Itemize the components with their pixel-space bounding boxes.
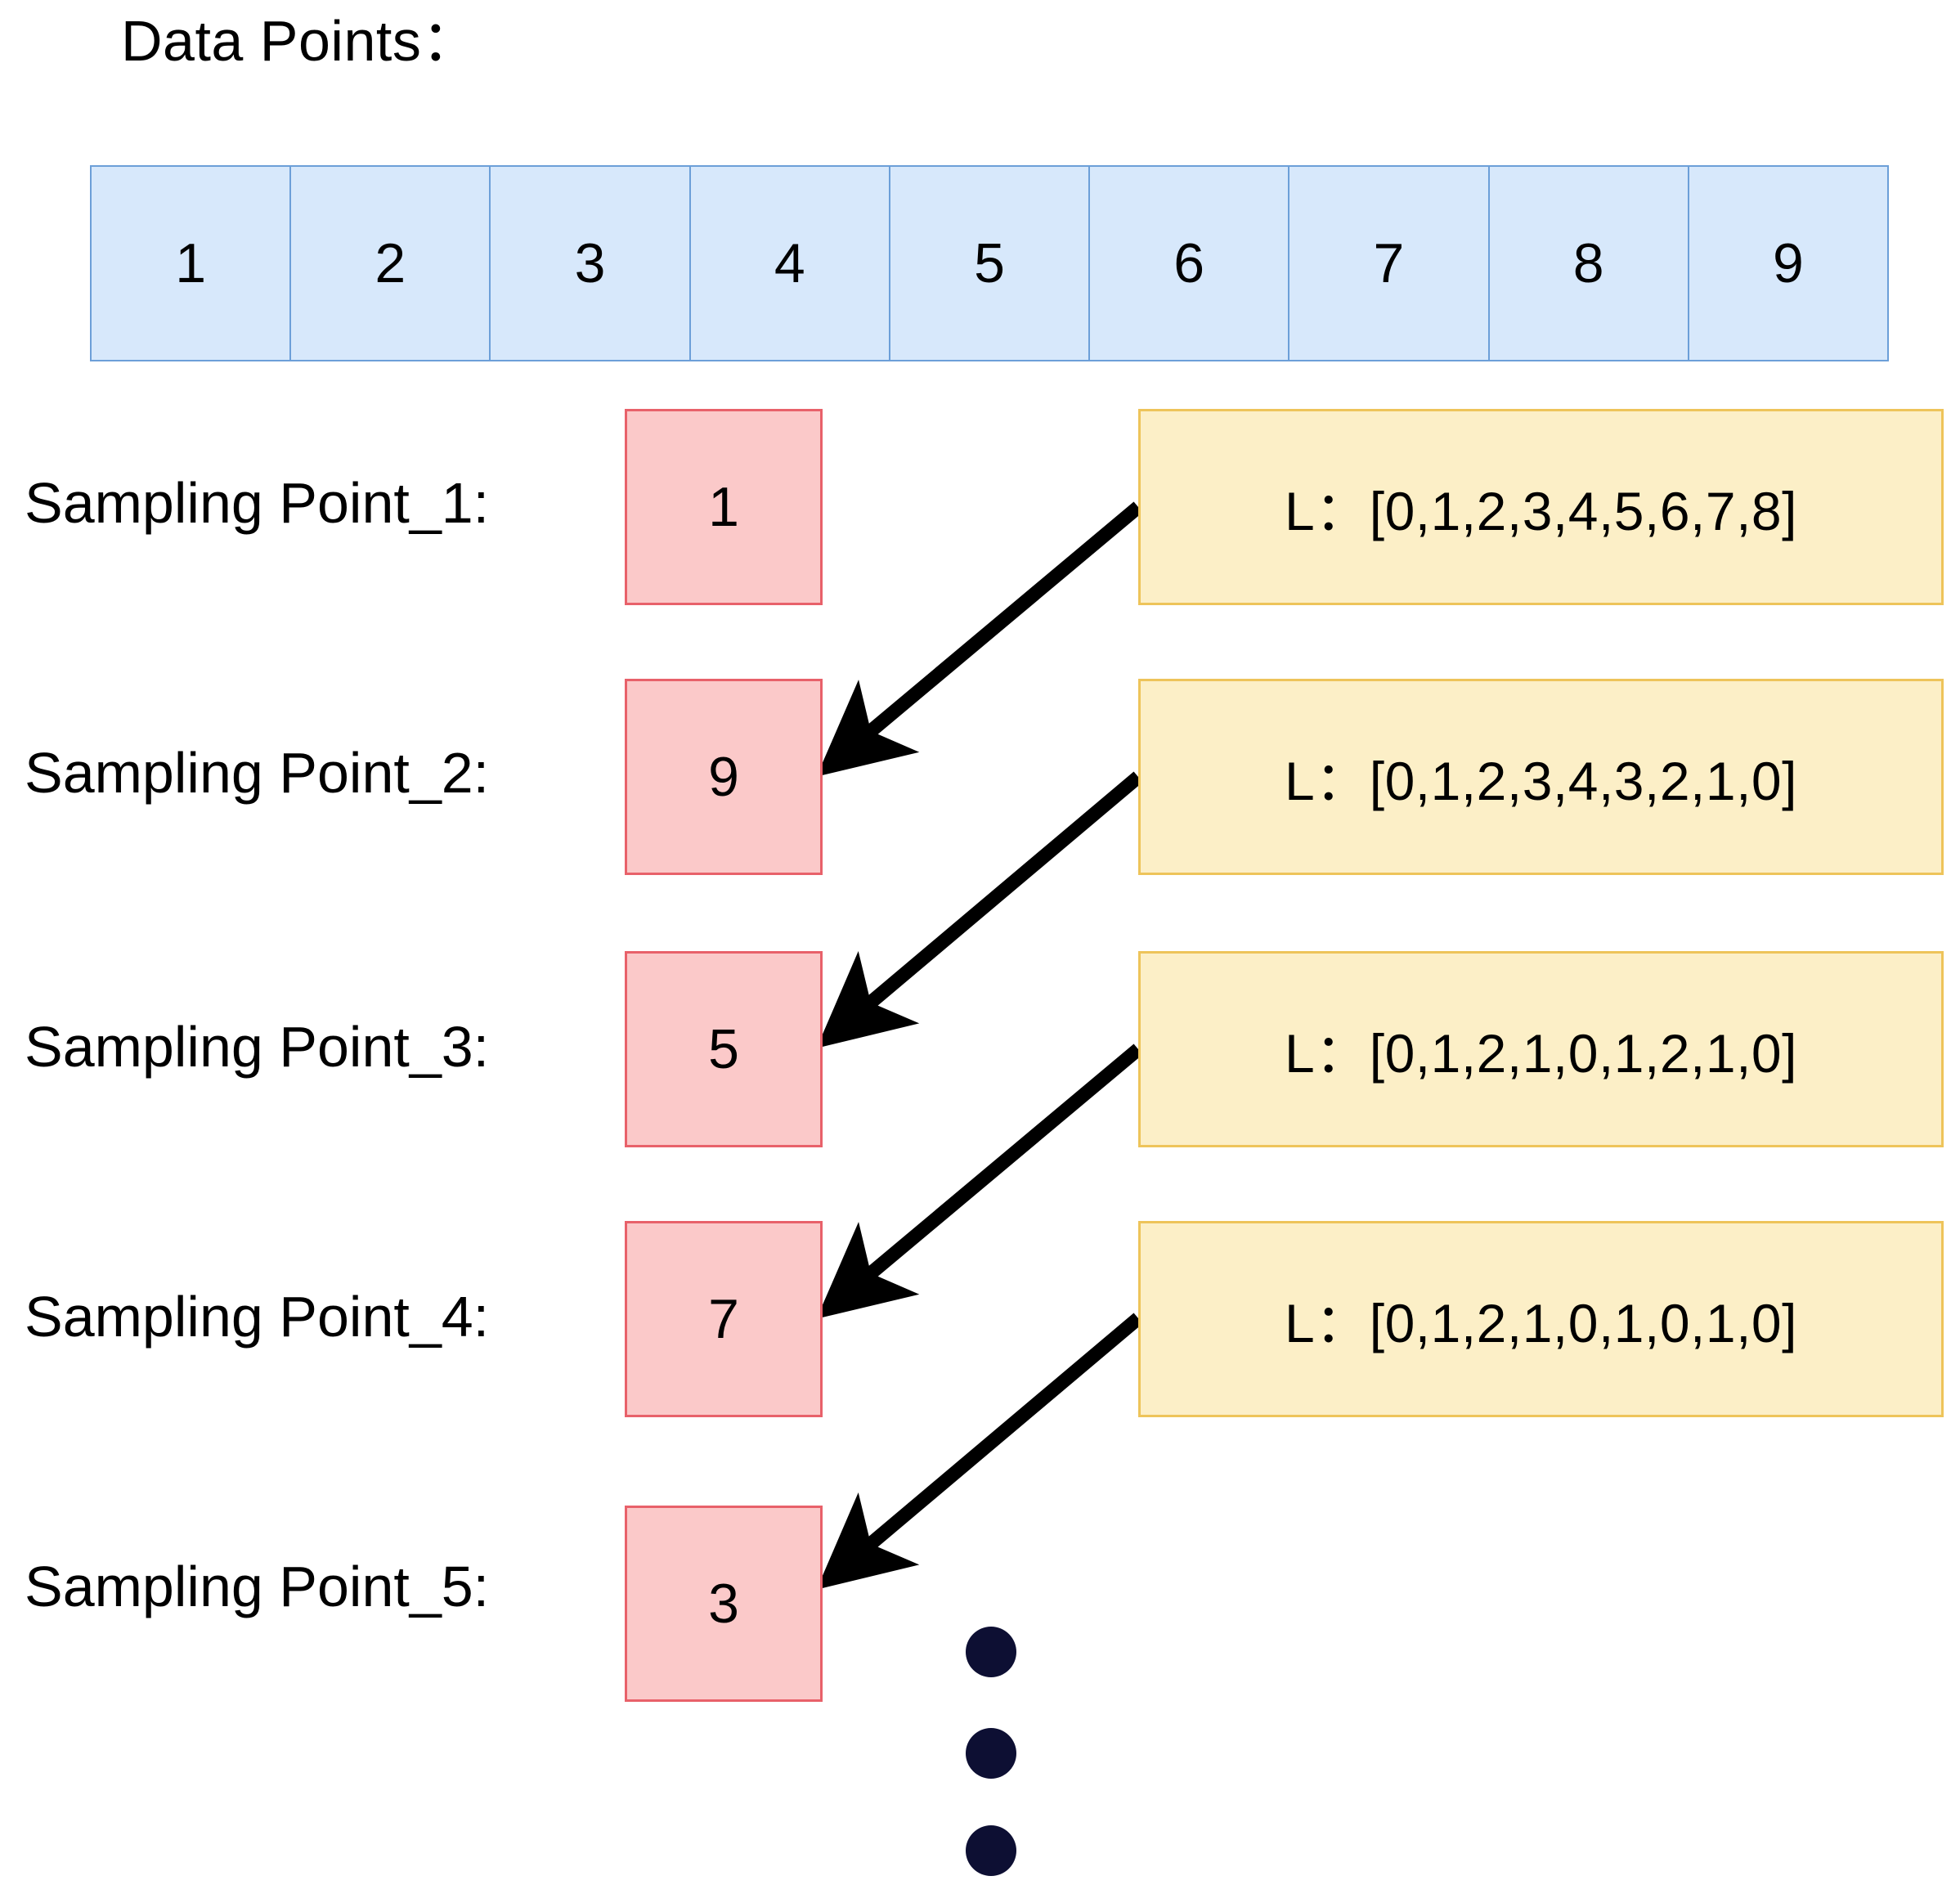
data-cell[interactable]: 3 <box>489 165 691 361</box>
sampling-point-label-2: Sampling Point_2: <box>25 741 490 805</box>
l-sequence-box-1[interactable]: L：[0,1,2,3,4,5,6,7,8] <box>1138 409 1944 605</box>
data-cell[interactable]: 5 <box>888 165 1091 361</box>
data-cell[interactable]: 2 <box>289 165 491 361</box>
l-sequence-box-2[interactable]: L：[0,1,2,3,4,3,2,1,0] <box>1138 679 1944 875</box>
data-cell[interactable]: 1 <box>90 165 292 361</box>
arrow-l4-to-sample5 <box>816 1313 1143 1590</box>
arrow-l2-to-sample3 <box>816 771 1143 1048</box>
sampling-point-box-5[interactable]: 3 <box>625 1506 823 1702</box>
data-points-strip: 1 2 3 4 5 6 7 8 9 <box>90 165 1889 361</box>
page-title: Data Points： <box>121 9 479 73</box>
data-cell[interactable]: 9 <box>1687 165 1889 361</box>
sampling-point-label-3: Sampling Point_3: <box>25 1015 490 1079</box>
ellipsis-dot-3 <box>966 1825 1016 1876</box>
sampling-point-box-1[interactable]: 1 <box>625 409 823 605</box>
ellipsis-dot-1 <box>966 1627 1016 1677</box>
ellipsis-dot-2 <box>966 1728 1016 1779</box>
data-cell[interactable]: 7 <box>1288 165 1490 361</box>
sampling-point-box-4[interactable]: 7 <box>625 1221 823 1417</box>
l-sequence-box-4[interactable]: L：[0,1,2,1,0,1,0,1,0] <box>1138 1221 1944 1417</box>
sampling-point-box-2[interactable]: 9 <box>625 679 823 875</box>
arrow-l1-to-sample2 <box>816 501 1143 777</box>
data-cell[interactable]: 8 <box>1487 165 1689 361</box>
l-sequence-box-3[interactable]: L：[0,1,2,1,0,1,2,1,0] <box>1138 951 1944 1147</box>
sampling-point-box-3[interactable]: 5 <box>625 951 823 1147</box>
sampling-point-label-5: Sampling Point_5: <box>25 1555 490 1618</box>
data-cell[interactable]: 4 <box>688 165 890 361</box>
arrow-l3-to-sample4 <box>816 1043 1143 1319</box>
sampling-point-label-4: Sampling Point_4: <box>25 1285 490 1349</box>
data-cell[interactable]: 6 <box>1088 165 1290 361</box>
sampling-point-label-1: Sampling Point_1: <box>25 471 490 535</box>
